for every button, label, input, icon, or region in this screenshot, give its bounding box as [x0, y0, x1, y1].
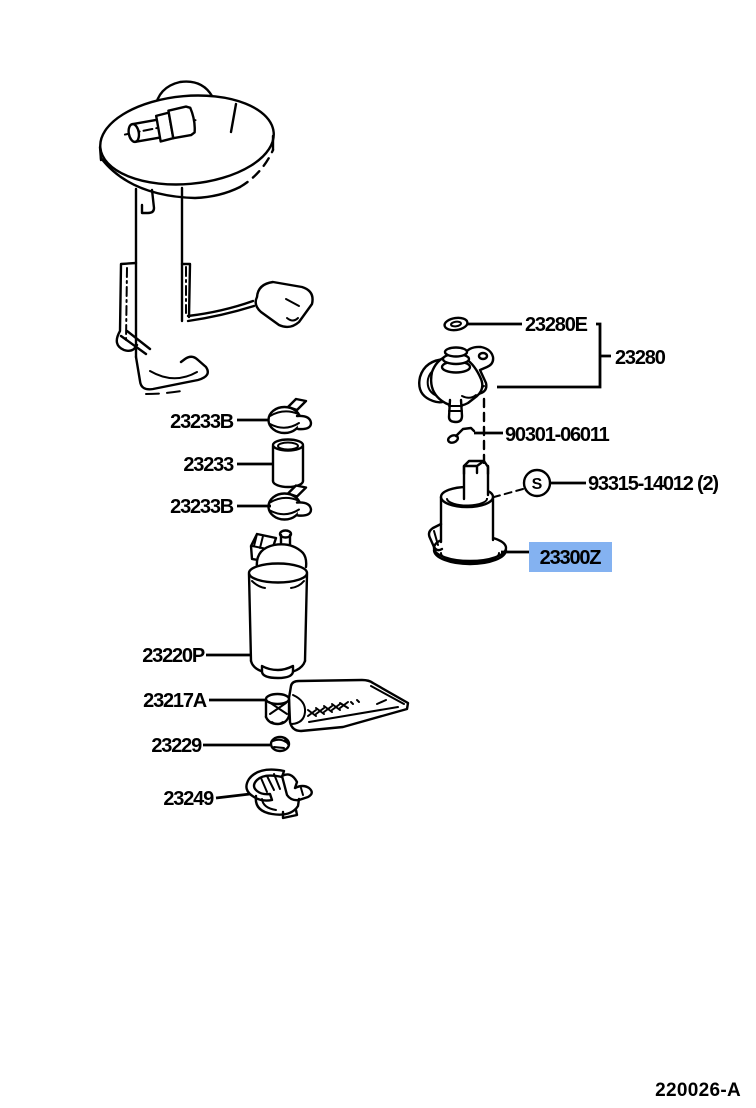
fuel-sender-bracket-drawing — [98, 80, 314, 395]
screw-marker-letter: S — [532, 476, 543, 493]
fuel-strainer-drawing — [264, 678, 410, 733]
hose-clamp-upper-drawing — [267, 397, 313, 435]
part-label-23233b-lower[interactable]: 23233B — [170, 496, 235, 518]
strainer-texture — [307, 699, 360, 717]
part-label-23233[interactable]: 23233 — [183, 454, 235, 476]
hose-clamp-lower-drawing — [267, 484, 313, 521]
grommet-drawing — [269, 735, 291, 753]
part-label-23233b-upper[interactable]: 23233B — [170, 411, 235, 433]
screw-marker-dashed-leader — [493, 488, 524, 498]
screw-marker[interactable]: S — [522, 468, 552, 498]
pressure-regulator-drawing — [418, 345, 495, 424]
clip-drawing — [446, 426, 476, 444]
part-label-23280[interactable]: 23280 — [615, 347, 667, 369]
fuel-filter-housing-drawing — [427, 459, 508, 566]
part-label-23249[interactable]: 23249 — [163, 788, 215, 810]
diagram-code: 220026-A — [655, 1080, 741, 1101]
part-label-23217a[interactable]: 23217A — [143, 690, 208, 712]
part-labels: 23280E 23280 90301-06011 93315-14012 (2)… — [142, 314, 720, 810]
part-label-23229[interactable]: 23229 — [151, 735, 203, 757]
fuel-pump-drawing — [247, 529, 309, 680]
part-label-23220p[interactable]: 23220P — [142, 645, 206, 667]
part-label-23280e[interactable]: 23280E — [525, 314, 589, 336]
part-label-93315-14012[interactable]: 93315-14012 (2) — [588, 473, 720, 495]
highlight-box[interactable] — [529, 542, 612, 572]
outlet-pipe-fitting — [123, 105, 200, 144]
leader-lines — [203, 322, 611, 800]
part-label-90301-06011[interactable]: 90301-06011 — [505, 424, 611, 446]
o-ring-drawing — [443, 316, 469, 332]
part-label-23300z[interactable]: 23300Z — [540, 547, 603, 569]
fuel-hose-drawing — [271, 438, 305, 489]
pump-cushion-drawing — [245, 768, 313, 820]
